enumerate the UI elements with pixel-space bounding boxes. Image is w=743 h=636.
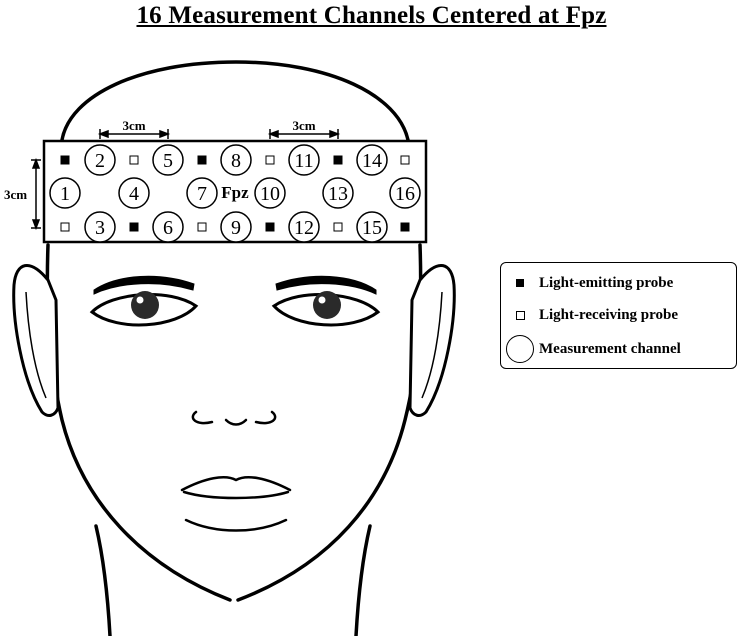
light-receiving-probe: [265, 155, 275, 165]
legend-emitter-label: Light-emitting probe: [539, 274, 674, 291]
neck-left: [94, 524, 112, 636]
channel-label-14: 14: [362, 150, 382, 172]
dimension-label-top-left: 3cm: [122, 118, 145, 133]
fpz-label: Fpz: [221, 183, 249, 202]
light-emitting-probe: [400, 222, 410, 232]
channel-label-13: 13: [328, 183, 348, 205]
nose-bridge: [224, 418, 248, 426]
dimension-top-right: [267, 129, 341, 139]
legend-channel-label: Measurement channel: [539, 340, 681, 357]
dimension-label-top-right: 3cm: [292, 118, 315, 133]
light-receiving-probe: [129, 155, 139, 165]
lower-lip: [184, 518, 288, 532]
measurement-channel-12: [288, 211, 320, 243]
channel-label-8: 8: [231, 150, 241, 172]
measurement-channel-15: [356, 211, 388, 243]
channel-label-15: 15: [362, 217, 382, 239]
probes: [60, 155, 410, 232]
measurement-channel-3: [84, 211, 116, 243]
right-iris: [313, 291, 341, 319]
measurement-channel-6: [152, 211, 184, 243]
left-ear-inner: [25, 291, 47, 399]
mouth-line: [182, 490, 290, 500]
light-emitting-probe: [265, 222, 275, 232]
channel-label-12: 12: [294, 217, 314, 239]
left-iris: [131, 291, 159, 319]
right-ear: [408, 263, 456, 417]
left-pupil-glint: [136, 296, 144, 304]
measurement-channel-10: [254, 177, 286, 209]
channel-symbol: [501, 335, 539, 363]
measurement-channel-9: [220, 211, 252, 243]
light-emitting-probe: [129, 222, 139, 232]
eyebrows: [93, 275, 377, 295]
measurement-channel-1: [49, 177, 81, 209]
light-receiving-probe: [333, 222, 343, 232]
light-receiving-probe: [400, 155, 410, 165]
measurement-channel-16: [389, 177, 421, 209]
channel-label-5: 5: [163, 150, 173, 172]
light-emitting-probe: [333, 155, 343, 165]
nose-right: [254, 410, 277, 425]
measurement-channel-2: [84, 144, 116, 176]
light-receiving-probe: [197, 222, 207, 232]
light-emitting-probe: [197, 155, 207, 165]
channel-label-3: 3: [95, 217, 105, 239]
measurement-channel-7: [186, 177, 218, 209]
upper-lip: [180, 476, 292, 492]
neck-right: [354, 524, 372, 636]
legend: Light-emitting probe Light-receiving pro…: [500, 262, 737, 369]
light-receiving-probe: [60, 222, 70, 232]
figure-title: 16 Measurement Channels Centered at Fpz: [136, 2, 607, 29]
measurement-channel-11: [288, 144, 320, 176]
channel-label-10: 10: [260, 183, 280, 205]
measurement-channel-14: [356, 144, 388, 176]
left-eyebrow: [93, 275, 195, 295]
skull-outline: [60, 60, 410, 142]
channel-label-1: 1: [60, 183, 70, 205]
ears: [12, 263, 456, 417]
right-eyebrow: [275, 275, 377, 295]
nose: [191, 410, 277, 426]
legend-row-receiver: Light-receiving probe: [501, 303, 678, 327]
right-pupil-glint: [318, 296, 326, 304]
legend-row-emitter: Light-emitting probe: [501, 271, 673, 295]
channel-label-2: 2: [95, 150, 105, 172]
eyes: [89, 291, 381, 327]
channel-label-4: 4: [129, 183, 139, 205]
emitter-symbol: [501, 279, 539, 287]
channel-label-6: 6: [163, 217, 173, 239]
left-ear: [12, 263, 60, 417]
nose-left: [191, 410, 214, 425]
measurement-channel-5: [152, 144, 184, 176]
dimension-top-left: [97, 129, 171, 139]
dimension-vertical: [31, 157, 41, 231]
channel-label-7: 7: [197, 183, 207, 205]
right-ear-inner: [421, 291, 443, 399]
measurement-channel-13: [322, 177, 354, 209]
measurement-channel-4: [118, 177, 150, 209]
channel-label-16: 16: [395, 183, 415, 205]
ear-details: [25, 291, 443, 399]
mouth: [180, 476, 292, 532]
receiver-symbol: [501, 310, 539, 320]
legend-receiver-label: Light-receiving probe: [539, 306, 679, 323]
channel-label-9: 9: [231, 217, 241, 239]
light-emitting-probe: [60, 155, 70, 165]
dimension-label-vertical: 3cm: [4, 187, 27, 202]
channel-label-11: 11: [294, 150, 313, 172]
measurement-channel-8: [220, 144, 252, 176]
legend-row-channel: Measurement channel: [501, 335, 681, 363]
